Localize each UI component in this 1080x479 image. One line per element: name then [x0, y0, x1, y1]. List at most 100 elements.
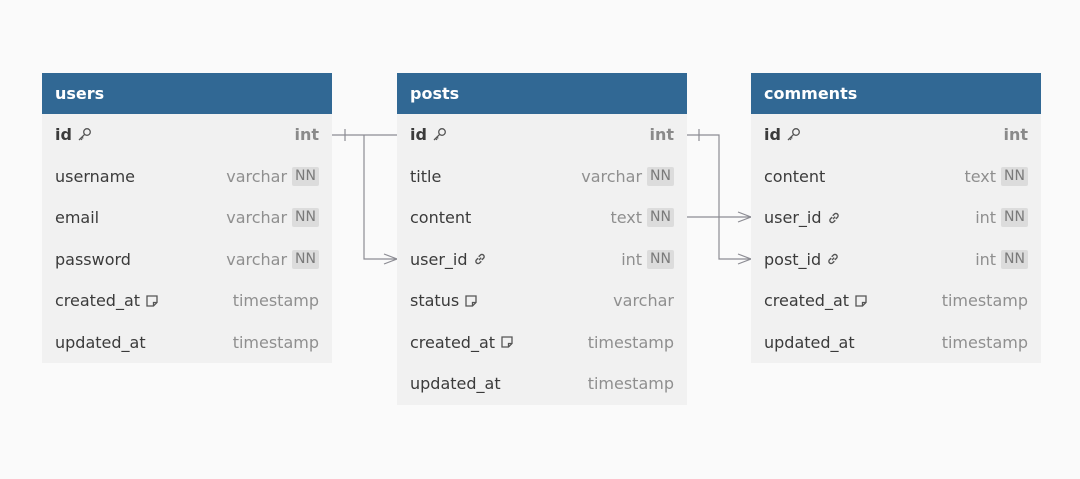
column-name-label: content	[410, 208, 472, 228]
column-type: timestamp	[587, 332, 674, 352]
column-type: varchar	[613, 291, 674, 311]
column-name-label: id	[55, 125, 72, 145]
column-type: timestamp	[587, 374, 674, 394]
column-row-posts-created-at[interactable]: created_at timestamp	[397, 322, 687, 364]
relation-users-comments	[686, 211, 753, 223]
column-name: updated_at	[764, 333, 942, 352]
column-name-label: id	[410, 125, 427, 145]
column-type: timestamp	[232, 332, 319, 352]
key-icon	[786, 127, 801, 142]
not-null-badge: NN	[647, 249, 674, 269]
column-row-users-updated-at[interactable]: updated_at timestamp	[42, 322, 332, 364]
not-null-badge: NN	[647, 208, 674, 228]
note-icon	[464, 294, 478, 308]
column-name: content	[764, 167, 964, 186]
column-name-label: updated_at	[410, 374, 501, 394]
column-name-label: content	[764, 166, 826, 186]
column-name: username	[55, 167, 226, 186]
column-name: id	[410, 125, 649, 144]
column-name: content	[410, 208, 610, 227]
not-null-badge: NN	[1001, 166, 1028, 186]
column-name-label: created_at	[55, 291, 141, 311]
note-icon	[500, 335, 514, 349]
column-type: text	[610, 208, 643, 228]
column-type: varchar	[226, 166, 288, 186]
column-name-label: created_at	[410, 332, 496, 352]
column-name: created_at	[55, 291, 233, 310]
link-icon	[826, 252, 840, 266]
column-name-label: post_id	[764, 249, 822, 269]
relation-users-posts	[332, 129, 399, 265]
note-icon	[145, 294, 159, 308]
column-row-posts-updated-at[interactable]: updated_at timestamp	[397, 363, 687, 405]
column-type: timestamp	[941, 291, 1028, 311]
column-type: timestamp	[232, 291, 319, 311]
column-name: id	[55, 125, 294, 144]
column-type: varchar	[581, 166, 643, 186]
column-name-label: password	[55, 249, 131, 269]
column-name: status	[410, 291, 613, 310]
column-row-users-created-at[interactable]: created_at timestamp	[42, 280, 332, 322]
column-row-posts-status[interactable]: status varchar	[397, 280, 687, 322]
not-null-badge: NN	[292, 208, 319, 228]
not-null-badge: NN	[292, 166, 319, 186]
column-name-label: user_id	[764, 208, 822, 228]
column-type: varchar	[226, 249, 288, 269]
link-icon	[473, 252, 487, 266]
table-header-comments[interactable]: comments	[751, 73, 1041, 114]
column-name-label: user_id	[410, 249, 468, 269]
not-null-badge: NN	[1001, 208, 1028, 228]
table-header-users[interactable]: users	[42, 73, 332, 114]
column-type: text	[964, 166, 997, 186]
column-name: title	[410, 167, 581, 186]
column-type: int	[975, 208, 997, 228]
key-icon	[77, 127, 92, 142]
column-row-posts-id[interactable]: id int	[397, 114, 687, 156]
column-type: int	[621, 249, 643, 269]
link-icon	[827, 211, 841, 225]
key-icon	[432, 127, 447, 142]
column-name: created_at	[764, 291, 942, 310]
column-row-comments-created-at[interactable]: created_at timestamp	[751, 280, 1041, 322]
column-type: int	[649, 125, 674, 145]
column-row-users-id[interactable]: id int	[42, 114, 332, 156]
not-null-badge: NN	[292, 249, 319, 269]
column-type: int	[294, 125, 319, 145]
column-name-label: id	[764, 125, 781, 145]
not-null-badge: NN	[647, 166, 674, 186]
column-name: created_at	[410, 333, 588, 352]
column-name-label: status	[410, 291, 460, 311]
column-name-label: username	[55, 166, 135, 186]
column-type: int	[975, 249, 997, 269]
table-header-posts[interactable]: posts	[397, 73, 687, 114]
column-name-label: updated_at	[55, 332, 146, 352]
relation-posts-comments	[686, 129, 753, 265]
column-name: user_id	[764, 208, 975, 227]
column-name: updated_at	[55, 333, 233, 352]
column-name-label: created_at	[764, 291, 850, 311]
column-name: user_id	[410, 250, 621, 269]
column-type: varchar	[226, 208, 288, 228]
column-name: updated_at	[410, 374, 588, 393]
note-icon	[854, 294, 868, 308]
not-null-badge: NN	[1001, 249, 1028, 269]
column-name: id	[764, 125, 1003, 144]
column-name: password	[55, 250, 226, 269]
column-type: timestamp	[941, 332, 1028, 352]
column-name: post_id	[764, 250, 975, 269]
column-name-label: title	[410, 166, 442, 186]
